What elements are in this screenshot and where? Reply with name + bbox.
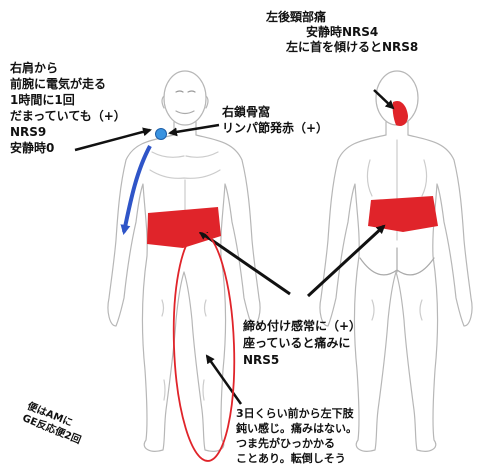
shoulder-note-line-5: NRS9 (10, 124, 126, 140)
shoulder-note-line-1: 右肩から (10, 60, 126, 76)
leg-note-line-1: 3日くらい前から左下肢 (236, 406, 357, 421)
lymph-note-line-1: 右鎖骨窩 (222, 104, 328, 120)
leg-note-line-4: ことあり。転倒しそう (236, 451, 357, 466)
leg-note-line-3: つま先がひっかかる (236, 436, 357, 451)
shoulder-note-line-3: 1時間に1回 (10, 92, 126, 108)
shoulder-note-line-4: だまっていても（+） (10, 108, 126, 124)
neck-note-line-2: 安静時NRS4 (266, 25, 418, 40)
lymph-arrow (170, 125, 219, 133)
back-waist-pain-band (368, 196, 438, 232)
back-figure (320, 71, 472, 451)
lymph-note: 右鎖骨窩 リンパ節発赤（+） (222, 104, 328, 136)
waist-note-line-3: NRS5 (243, 352, 361, 369)
shoulder-note-line-2: 前腕に電気が走る (10, 76, 126, 92)
leg-note: 3日くらい前から左下肢 鈍い感じ。痛みはない。 つま先がひっかかる ことあり。転… (236, 406, 357, 466)
neck-note-line-3: 左に首を傾けるとNRS8 (266, 40, 418, 55)
neck-note-line-1: 左後頸部痛 (266, 10, 418, 25)
waist-note-line-2: 座っていると痛みに (243, 335, 361, 352)
shoulder-note-line-6: 安静時0 (10, 140, 126, 156)
waist-note-line-1: 締め付け感常に（+） (243, 318, 361, 335)
lymph-node-marker (156, 129, 167, 140)
waist-note: 締め付け感常に（+） 座っていると痛みに NRS5 (243, 318, 361, 369)
shoulder-note: 右肩から 前腕に電気が走る 1時間に1回 だまっていても（+） NRS9 安静時… (10, 60, 126, 156)
leg-note-line-2: 鈍い感じ。痛みはない。 (236, 421, 357, 436)
neck-note: 左後頸部痛 安静時NRS4 左に首を傾けるとNRS8 (266, 10, 418, 55)
lymph-note-line-2: リンパ節発赤（+） (222, 120, 328, 136)
